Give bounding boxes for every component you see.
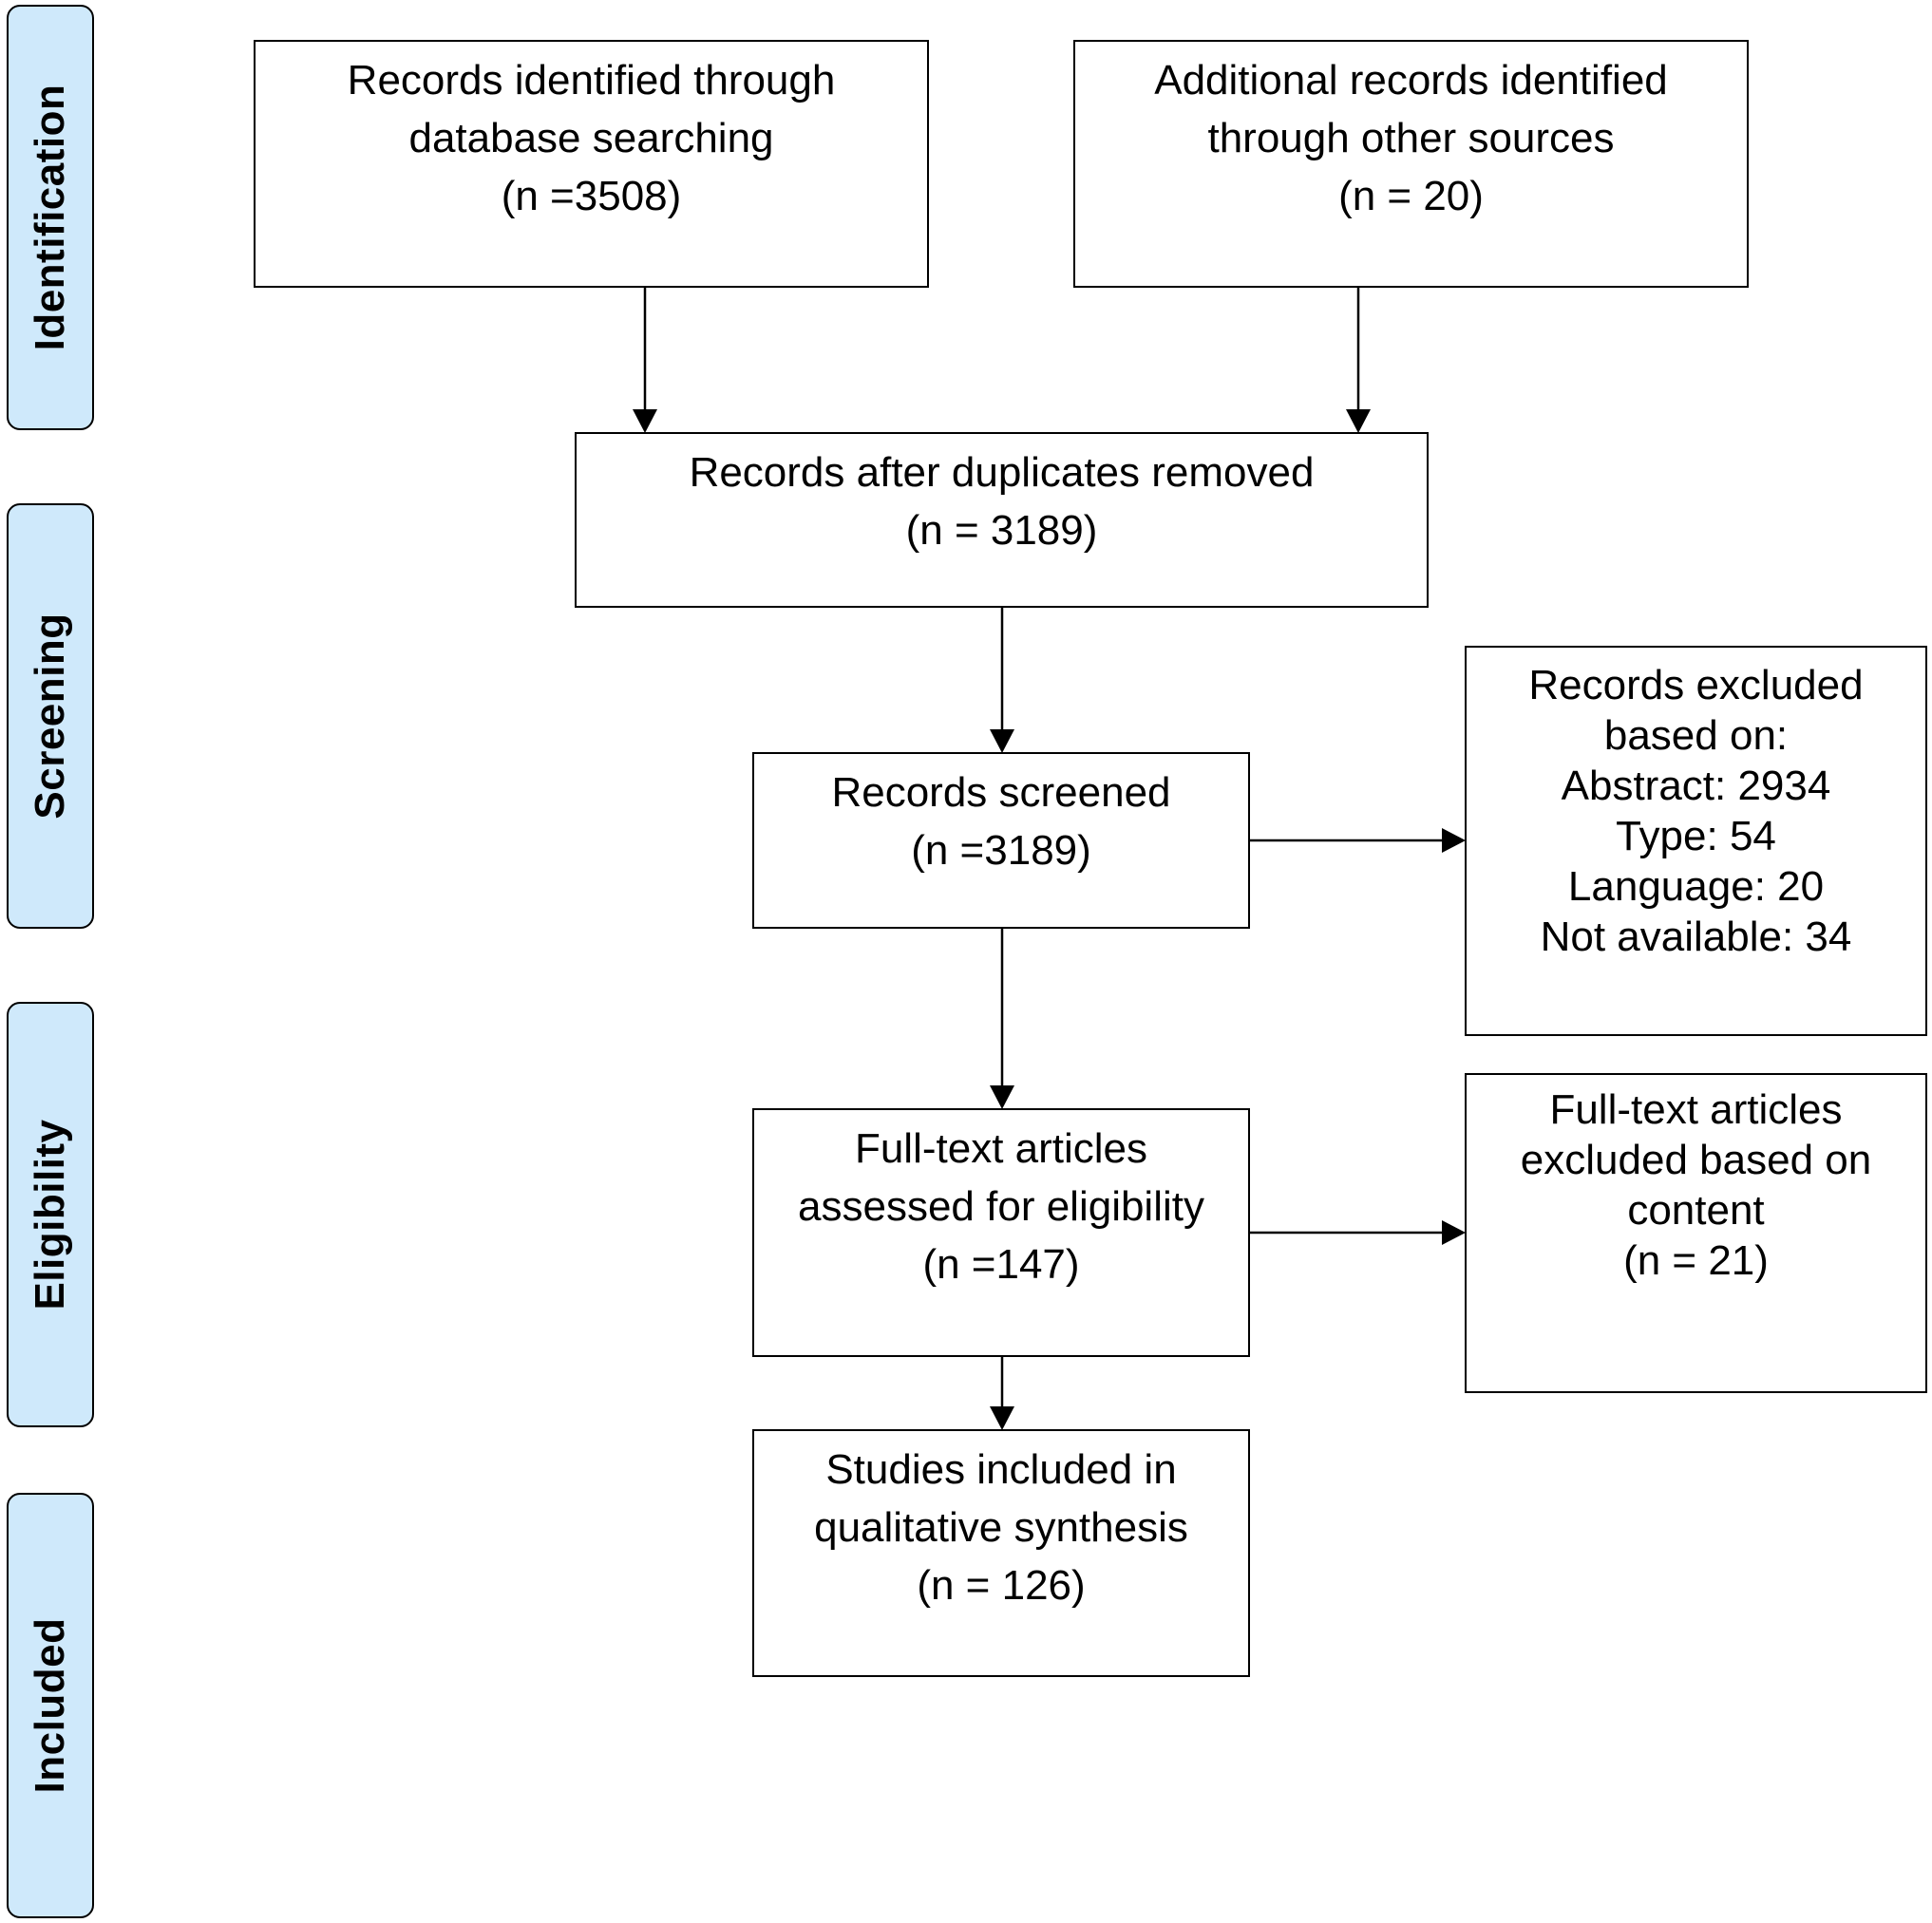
phase-screening: Screening bbox=[7, 503, 94, 929]
phase-eligibility: Eligibility bbox=[7, 1002, 94, 1427]
arrowhead-other-to-duplicates bbox=[1346, 409, 1371, 433]
text-line: Full-text articles bbox=[1549, 1086, 1843, 1133]
phase-identification-label: Identification bbox=[27, 84, 73, 351]
box-records-excluded-text: Records excluded based on: Abstract: 293… bbox=[1467, 660, 1925, 962]
box-fulltext-assessed: Full-text articles assessed for eligibil… bbox=[752, 1108, 1250, 1357]
text-line: Records excluded bbox=[1528, 662, 1864, 708]
text-line: (n =147) bbox=[922, 1241, 1080, 1288]
phase-included-label: Included bbox=[27, 1617, 73, 1794]
box-records-screened-text: Records screened (n =3189) bbox=[754, 764, 1248, 879]
text-line: Not available: 34 bbox=[1540, 914, 1852, 960]
phase-screening-label: Screening bbox=[27, 613, 73, 820]
box-records-excluded: Records excluded based on: Abstract: 293… bbox=[1465, 646, 1927, 1036]
text-line: excluded based on bbox=[1520, 1137, 1872, 1183]
box-fulltext-assessed-text: Full-text articles assessed for eligibil… bbox=[754, 1120, 1248, 1293]
box-after-duplicates: Records after duplicates removed (n = 31… bbox=[575, 432, 1429, 608]
text-line: (n =3508) bbox=[501, 173, 682, 219]
box-other-sources-text: Additional records identified through ot… bbox=[1075, 51, 1747, 225]
text-line: (n = 126) bbox=[917, 1562, 1086, 1609]
text-line: Records screened bbox=[831, 769, 1171, 816]
arrowhead-duplicates-to-screened bbox=[990, 729, 1014, 753]
text-line: (n = 3189) bbox=[905, 507, 1098, 554]
text-line: assessed for eligibility bbox=[798, 1183, 1204, 1230]
arrowhead-screened-to-excluded bbox=[1442, 828, 1466, 853]
text-line: Full-text articles bbox=[854, 1125, 1148, 1172]
text-line: based on: bbox=[1603, 712, 1789, 759]
text-line: Records after duplicates removed bbox=[689, 449, 1315, 496]
arrowhead-fulltext-to-included bbox=[990, 1406, 1014, 1430]
text-line: (n =3189) bbox=[911, 827, 1091, 874]
box-database-search: Records identified through database sear… bbox=[254, 40, 929, 288]
phase-identification: Identification bbox=[7, 5, 94, 430]
text-line: Type: 54 bbox=[1616, 813, 1776, 859]
text-line: through other sources bbox=[1207, 115, 1615, 161]
box-included-studies: Studies included in qualitative synthesi… bbox=[752, 1429, 1250, 1677]
arrowhead-database-to-duplicates bbox=[633, 409, 657, 433]
text-line: Studies included in bbox=[825, 1446, 1177, 1493]
box-other-sources: Additional records identified through ot… bbox=[1073, 40, 1749, 288]
text-line: Additional records identified bbox=[1154, 57, 1668, 104]
text-line: (n = 21) bbox=[1623, 1237, 1769, 1284]
text-line: Records identified through bbox=[347, 57, 836, 104]
arrowhead-fulltext-to-excluded bbox=[1442, 1220, 1466, 1245]
box-after-duplicates-text: Records after duplicates removed (n = 31… bbox=[577, 443, 1427, 559]
arrowhead-screened-to-fulltext bbox=[990, 1085, 1014, 1109]
phase-eligibility-label: Eligibility bbox=[27, 1119, 73, 1310]
phase-included: Included bbox=[7, 1493, 94, 1918]
box-database-search-text: Records identified through database sear… bbox=[256, 51, 927, 225]
box-fulltext-excluded: Full-text articles excluded based on con… bbox=[1465, 1073, 1927, 1393]
box-included-studies-text: Studies included in qualitative synthesi… bbox=[754, 1441, 1248, 1614]
text-line: Language: 20 bbox=[1567, 863, 1825, 910]
box-fulltext-excluded-text: Full-text articles excluded based on con… bbox=[1467, 1084, 1925, 1286]
text-line: (n = 20) bbox=[1338, 173, 1484, 219]
text-line: qualitative synthesis bbox=[814, 1504, 1188, 1551]
box-records-screened: Records screened (n =3189) bbox=[752, 752, 1250, 929]
text-line: database searching bbox=[408, 115, 774, 161]
text-line: Abstract: 2934 bbox=[1561, 763, 1831, 809]
text-line: content bbox=[1627, 1187, 1765, 1234]
